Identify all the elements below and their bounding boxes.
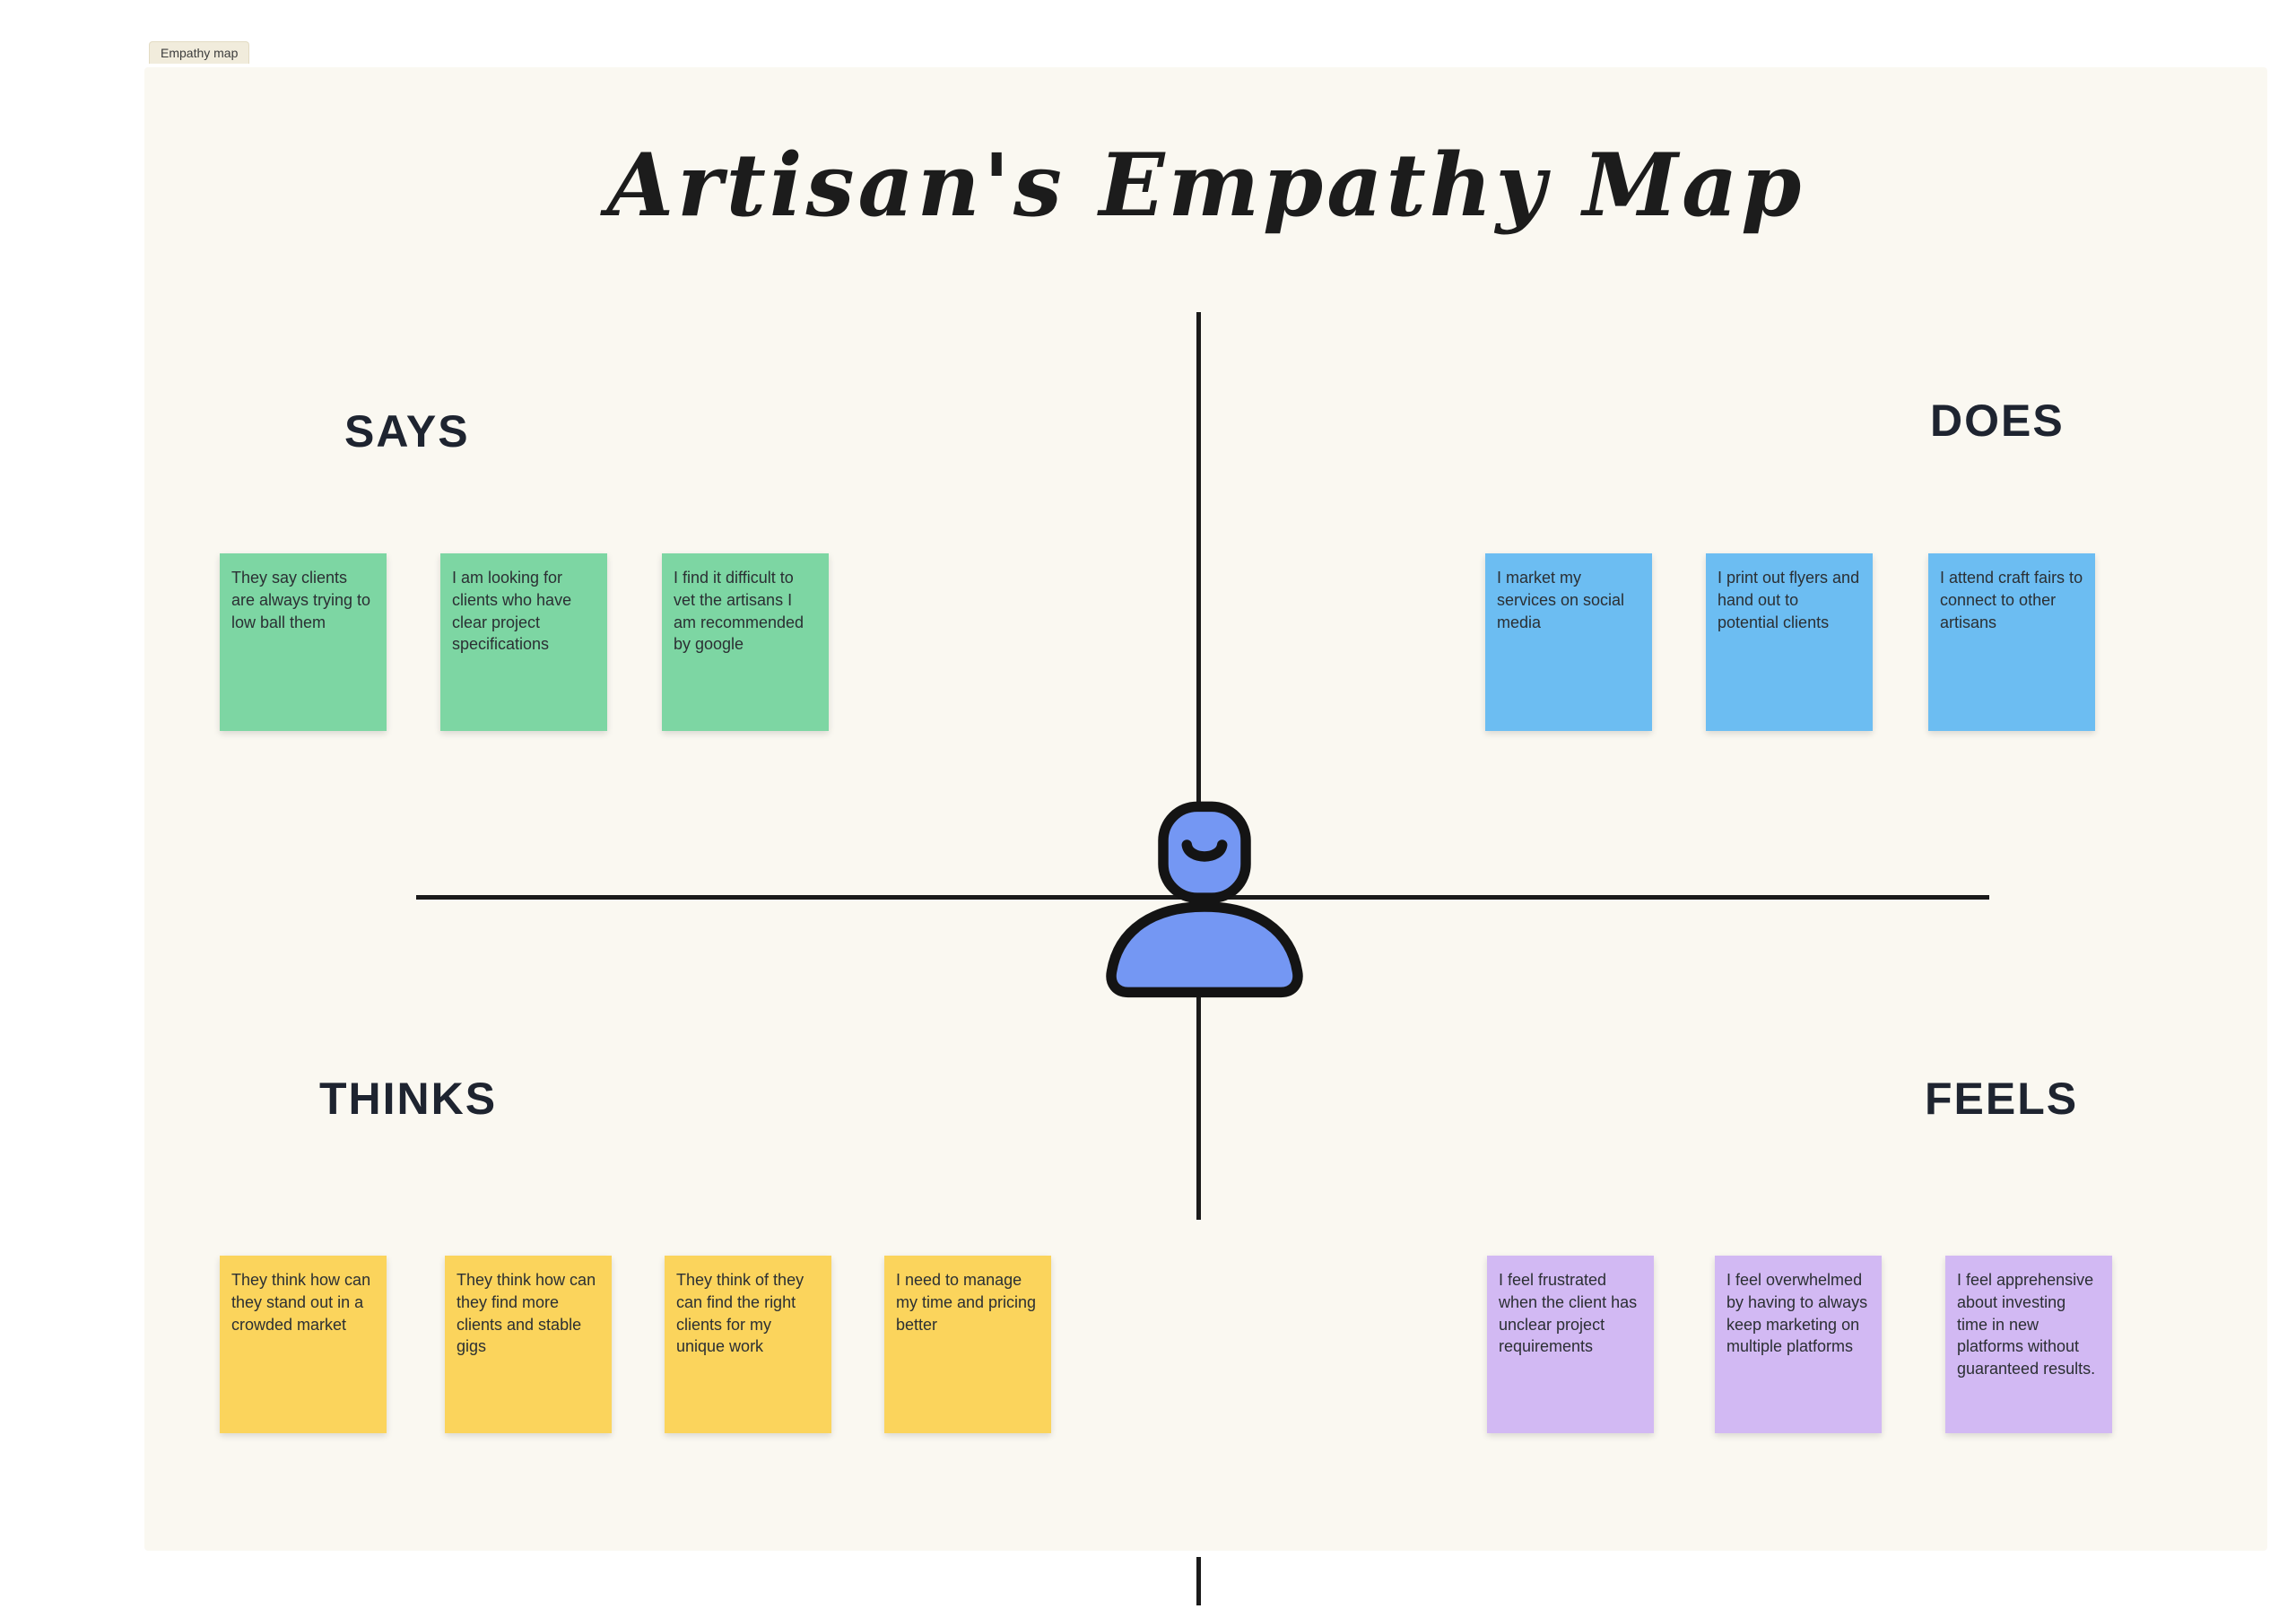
sticky-note-says[interactable]: I am looking for clients who have clear … (440, 553, 607, 731)
person-smile (1181, 839, 1228, 862)
sticky-note-thinks[interactable]: They think how can they stand out in a c… (220, 1256, 387, 1433)
sticky-note-thinks[interactable]: They think of they can find the right cl… (665, 1256, 831, 1433)
sticky-note-says[interactable]: I find it difficult to vet the artisans … (662, 553, 829, 731)
vertical-axis-line (1196, 312, 1201, 1220)
sticky-note-thinks[interactable]: I need to manage my time and pricing bet… (884, 1256, 1051, 1433)
sticky-note-feels[interactable]: I feel frustrated when the client has un… (1487, 1256, 1654, 1433)
sticky-note-thinks[interactable]: They think how can they find more client… (445, 1256, 612, 1433)
person-icon[interactable] (1101, 798, 1308, 999)
quadrant-label-says: SAYS (344, 406, 470, 457)
map-title: Artisan's Empathy Map (606, 135, 1805, 236)
frame-tab[interactable]: Empathy map (149, 41, 250, 64)
person-body (1106, 901, 1303, 998)
quadrant-label-thinks: THINKS (319, 1074, 498, 1124)
sticky-note-does[interactable]: I attend craft fairs to connect to other… (1928, 553, 2095, 731)
sticky-note-says[interactable]: They say clients are always trying to lo… (220, 553, 387, 731)
sticky-note-feels[interactable]: I feel apprehensive about investing time… (1945, 1256, 2112, 1433)
quadrant-label-does: DOES (1930, 396, 2065, 446)
quadrant-label-feels: FEELS (1925, 1074, 2079, 1124)
vertical-axis-line-extension (1196, 1557, 1201, 1605)
sticky-note-feels[interactable]: I feel overwhelmed by having to always k… (1715, 1256, 1882, 1433)
sticky-note-does[interactable]: I print out flyers and hand out to poten… (1706, 553, 1873, 731)
sticky-note-does[interactable]: I market my services on social media (1485, 553, 1652, 731)
